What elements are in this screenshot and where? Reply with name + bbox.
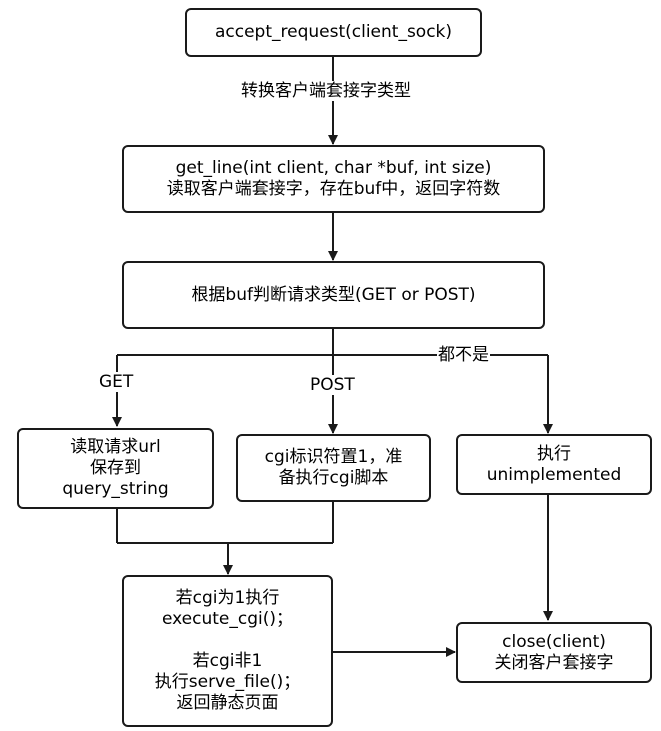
neither-label: 都不是 — [437, 345, 490, 365]
get-label: GET — [98, 372, 135, 392]
judge-request-text: 根据buf判断请求类型(GET or POST) — [191, 284, 476, 305]
close-client-line1: close(client) — [502, 631, 606, 652]
get-branch-node: 读取请求url 保存到 query_string — [17, 428, 214, 509]
get-line-signature: get_line(int client, char *buf, int size… — [175, 158, 492, 178]
convert-socket-label: 转换客户端套接字类型 — [240, 81, 412, 101]
judge-request-node: 根据buf判断请求类型(GET or POST) — [122, 261, 545, 329]
get-branch-line1: 读取请求url — [70, 437, 161, 457]
unimplemented-line1: 执行 — [537, 443, 571, 464]
unimplemented-line2: unimplemented — [486, 464, 622, 485]
post-branch-node: cgi标识符置1，准 备执行cgi脚本 — [236, 434, 431, 502]
unimplemented-node: 执行 unimplemented — [456, 434, 652, 495]
execute-line2: execute_cgi()； — [161, 609, 294, 629]
execute-line4: 执行serve_file()； — [154, 672, 301, 692]
get-branch-line3: query_string — [62, 479, 169, 499]
get-branch-line2: 保存到 — [90, 458, 141, 478]
get-line-node: get_line(int client, char *buf, int size… — [122, 145, 545, 213]
close-client-node: close(client) 关闭客户套接字 — [456, 622, 652, 683]
post-branch-line1: cgi标识符置1，准 — [264, 447, 403, 467]
execute-line5: 返回静态页面 — [176, 693, 279, 713]
post-label: POST — [309, 375, 356, 395]
execute-line3: 若cgi非1 — [192, 651, 263, 671]
execute-line1: 若cgi为1执行 — [175, 588, 280, 608]
accept-request-node: accept_request(client_sock) — [185, 8, 482, 57]
execute-node: 若cgi为1执行 execute_cgi()； 若cgi非1 执行serve_f… — [122, 575, 333, 727]
close-client-line2: 关闭客户套接字 — [494, 652, 614, 673]
post-branch-line2: 备执行cgi脚本 — [278, 468, 389, 488]
accept-request-text: accept_request(client_sock) — [214, 22, 453, 42]
get-line-description: 读取客户端套接字，存在buf中，返回字符数 — [166, 179, 501, 199]
